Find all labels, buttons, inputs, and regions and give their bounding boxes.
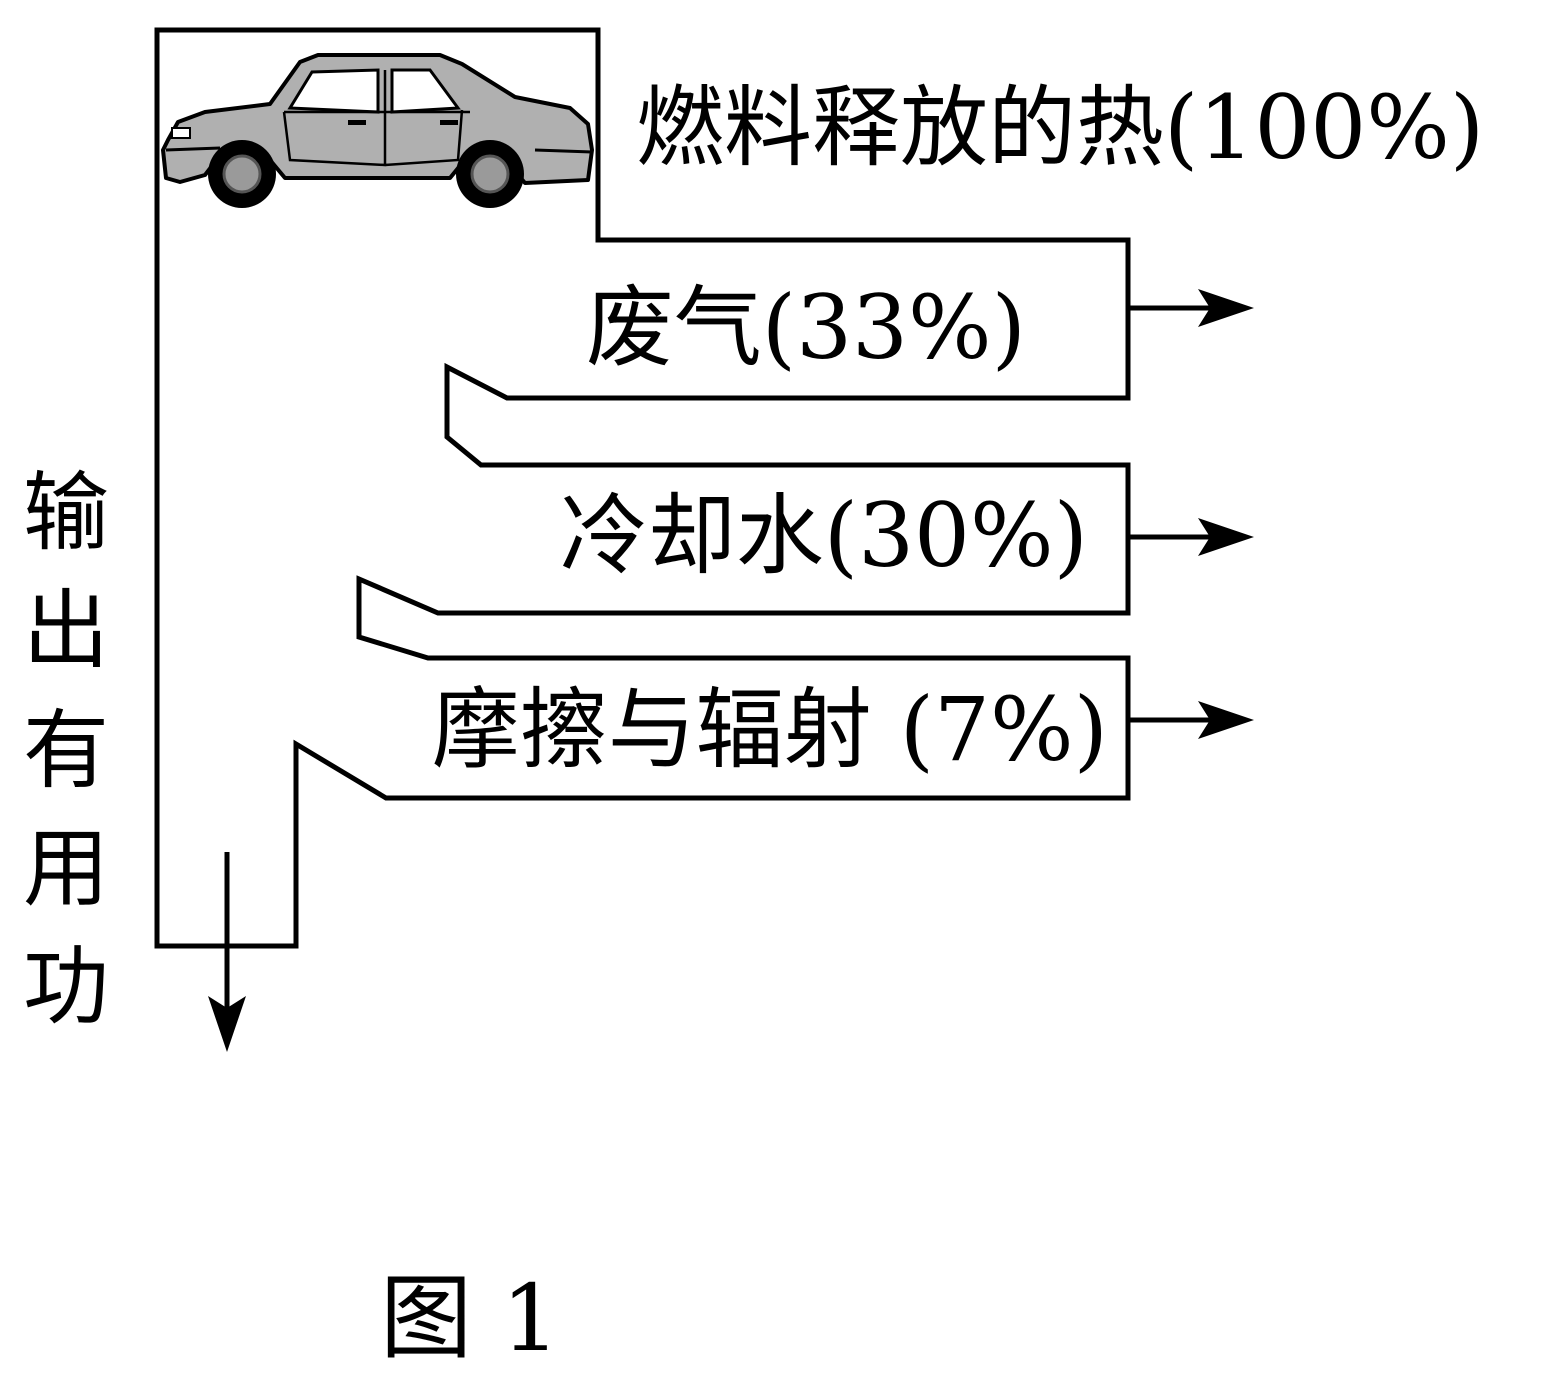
useful-work-label: 输 出 有 用 功 bbox=[23, 463, 109, 1037]
loss-label-exhaust: 废气(33%) bbox=[586, 276, 1026, 379]
useful-work-char: 输 bbox=[23, 463, 109, 563]
car-headlight bbox=[171, 127, 191, 139]
car-icon bbox=[161, 53, 594, 208]
car-door-lines bbox=[282, 70, 470, 167]
useful-work-char: 出 bbox=[23, 581, 109, 681]
car-rear-wheel bbox=[456, 140, 524, 208]
coolant-arrow bbox=[1128, 518, 1254, 556]
car-rear-window bbox=[390, 68, 461, 114]
useful-work-char: 有 bbox=[23, 701, 109, 801]
car-bumper-stripe bbox=[165, 146, 593, 154]
useful-work-arrow bbox=[208, 852, 246, 1052]
car-rear-door-handle bbox=[440, 120, 458, 125]
car-front-wheel bbox=[208, 140, 276, 208]
figure-caption: 图 1 bbox=[380, 1265, 560, 1372]
useful-work-char: 用 bbox=[23, 819, 109, 919]
useful-work-char: 功 bbox=[23, 937, 109, 1037]
loss-label-coolant: 冷却水(30%) bbox=[560, 484, 1088, 587]
input-heat-label: 燃料释放的热(100%) bbox=[636, 76, 1484, 179]
loss-label-friction-radiation: 摩擦与辐射 (7%) bbox=[432, 678, 1108, 781]
exhaust-arrow bbox=[1128, 289, 1254, 327]
friction-arrow bbox=[1128, 701, 1254, 739]
energy-flow-outline bbox=[154, 27, 1131, 949]
car-front-door-handle bbox=[348, 120, 366, 125]
car-front-window bbox=[287, 68, 380, 114]
